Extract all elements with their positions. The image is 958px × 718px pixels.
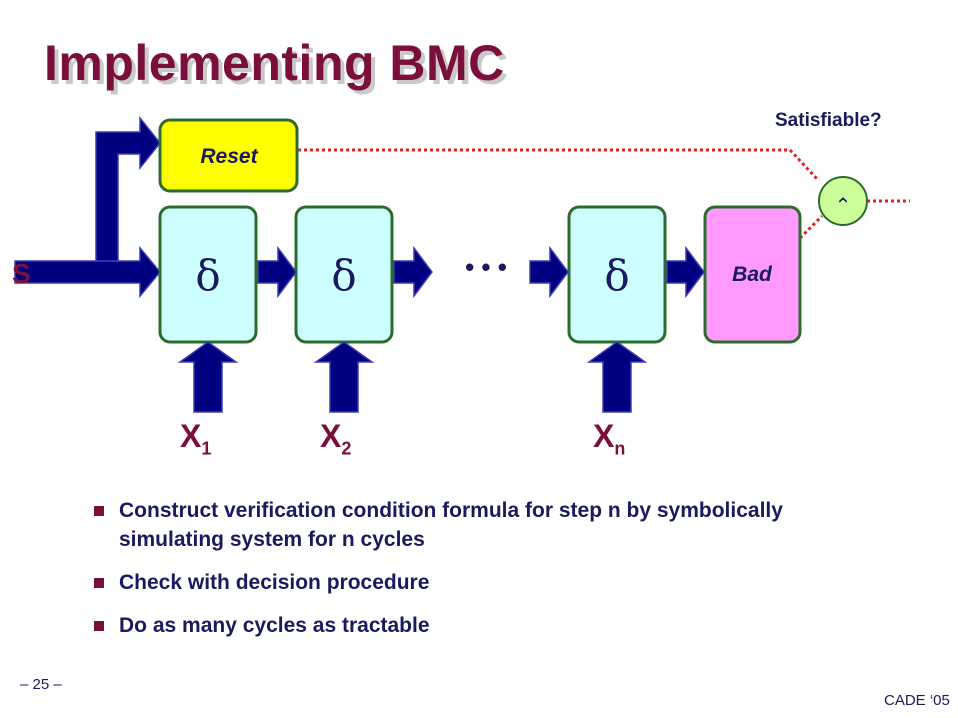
ellipsis: • • • — [465, 252, 507, 282]
bullet-list: Construct verification condition formula… — [92, 496, 832, 654]
input-arrow-xn — [586, 341, 648, 413]
delta-symbol-2: δ — [331, 251, 356, 300]
arrow-d1-d2 — [257, 245, 297, 299]
or-gate — [818, 176, 868, 226]
arrow-dn-bad — [666, 245, 705, 299]
footer-label: CADE ‘05 — [884, 692, 950, 709]
bad-label: Bad — [732, 263, 773, 286]
arrow-d2-ellipsis — [393, 245, 433, 299]
s-input-label: S — [12, 258, 31, 289]
delta-symbol-1: δ — [195, 251, 220, 300]
page-number: – 25 – — [20, 676, 62, 693]
s-input-arrow — [14, 115, 161, 299]
bullet-item: Construct verification condition formula… — [92, 496, 832, 554]
delta-symbol-n: δ — [604, 251, 629, 300]
bad-dotted-line — [798, 214, 824, 240]
reset-dotted-line — [298, 148, 820, 182]
reset-label: Reset — [200, 145, 258, 168]
bullet-item: Do as many cycles as tractable — [92, 611, 832, 640]
arrow-ellipsis-dn — [529, 245, 569, 299]
input-arrow-x2 — [313, 341, 375, 413]
reset-box — [158, 118, 299, 193]
input-label-xn: Xn — [593, 418, 626, 459]
bad-box — [703, 205, 802, 344]
input-arrow-x1 — [177, 341, 239, 413]
satisfiable-label: Satisfiable? — [775, 110, 882, 131]
or-symbol: ⌃ — [835, 193, 852, 217]
input-label-x2: X2 — [320, 418, 352, 459]
bullet-item: Check with decision procedure — [92, 568, 832, 597]
slide-title: Implementing BMC — [44, 35, 505, 91]
input-label-x1: X1 — [180, 418, 212, 459]
